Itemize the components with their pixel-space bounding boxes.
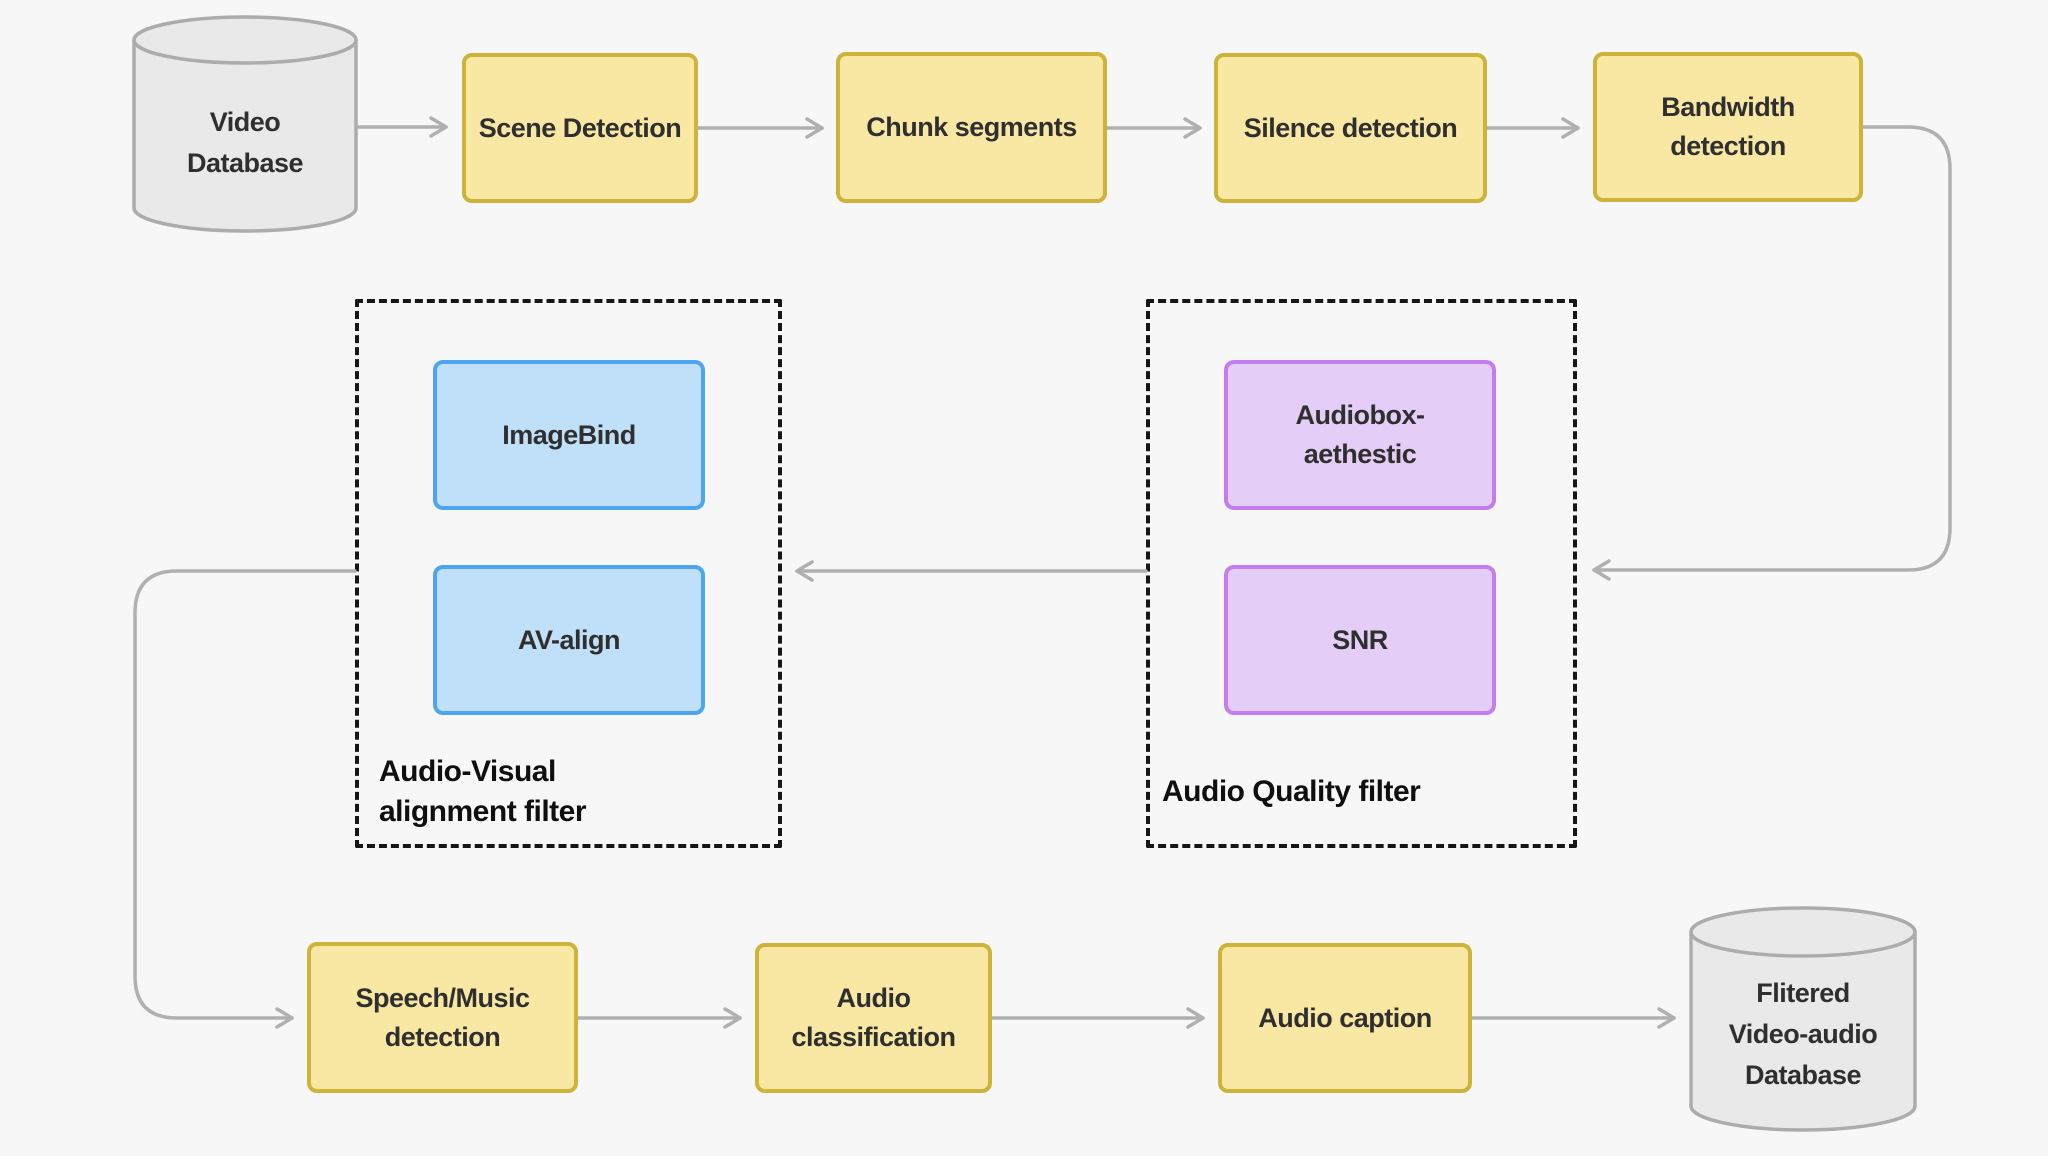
- node-label: Bandwidth detection: [1661, 92, 1795, 161]
- database-cylinder-icon: [1689, 906, 1917, 1132]
- node-snr: SNR: [1224, 565, 1496, 715]
- node-audio-classification: Audio classification: [755, 943, 992, 1093]
- node-av-align: AV-align: [433, 565, 705, 715]
- arrow-bandwidth-detection-to-audio-quality-filter: [1592, 125, 1952, 581]
- node-label: Chunk segments: [866, 112, 1077, 142]
- node-filtered-video-audio-database: Flitered Video-audio Database: [1689, 905, 1917, 1133]
- node-imagebind: ImageBind: [433, 360, 705, 510]
- node-label: Speech/Music detection: [355, 982, 530, 1052]
- node-label: ImageBind: [502, 419, 636, 450]
- group-audio-visual-alignment-filter: Audio-Visual alignment filter: [355, 299, 782, 848]
- node-label: Audio caption: [1258, 1002, 1432, 1033]
- node-label: Silence detection: [1243, 112, 1458, 143]
- node-label: Audiobox- aethestic: [1295, 400, 1425, 469]
- node-label: Flitered Video-audio Database: [1728, 977, 1878, 1090]
- group-label: Audio Quality filter: [1162, 775, 1421, 808]
- node-chunk-segments: Chunk segments: [836, 52, 1107, 203]
- arrow-audio-visual-filter-to-speech-music-detection: [133, 569, 357, 1029]
- node-label: AV-align: [517, 624, 621, 655]
- node-scene-detection: Scene Detection: [462, 53, 698, 203]
- node-audio-caption: Audio caption: [1218, 943, 1472, 1093]
- node-audiobox-aethestic: Audiobox- aethestic: [1224, 360, 1496, 510]
- node-speech-music-detection: Speech/Music detection: [307, 942, 578, 1093]
- group-audio-quality-filter: Audio Quality filter: [1146, 299, 1577, 848]
- database-cylinder-icon: [132, 15, 358, 233]
- node-label: Video Database: [186, 107, 304, 178]
- node-silence-detection: Silence detection: [1214, 53, 1487, 203]
- node-label: SNR: [1332, 624, 1388, 655]
- node-bandwidth-detection: Bandwidth detection: [1593, 52, 1863, 202]
- group-label: Audio-Visual alignment filter: [379, 755, 587, 828]
- node-video-database: Video Database: [132, 15, 358, 233]
- node-label: Audio classification: [791, 983, 956, 1052]
- node-label: Scene Detection: [478, 112, 682, 143]
